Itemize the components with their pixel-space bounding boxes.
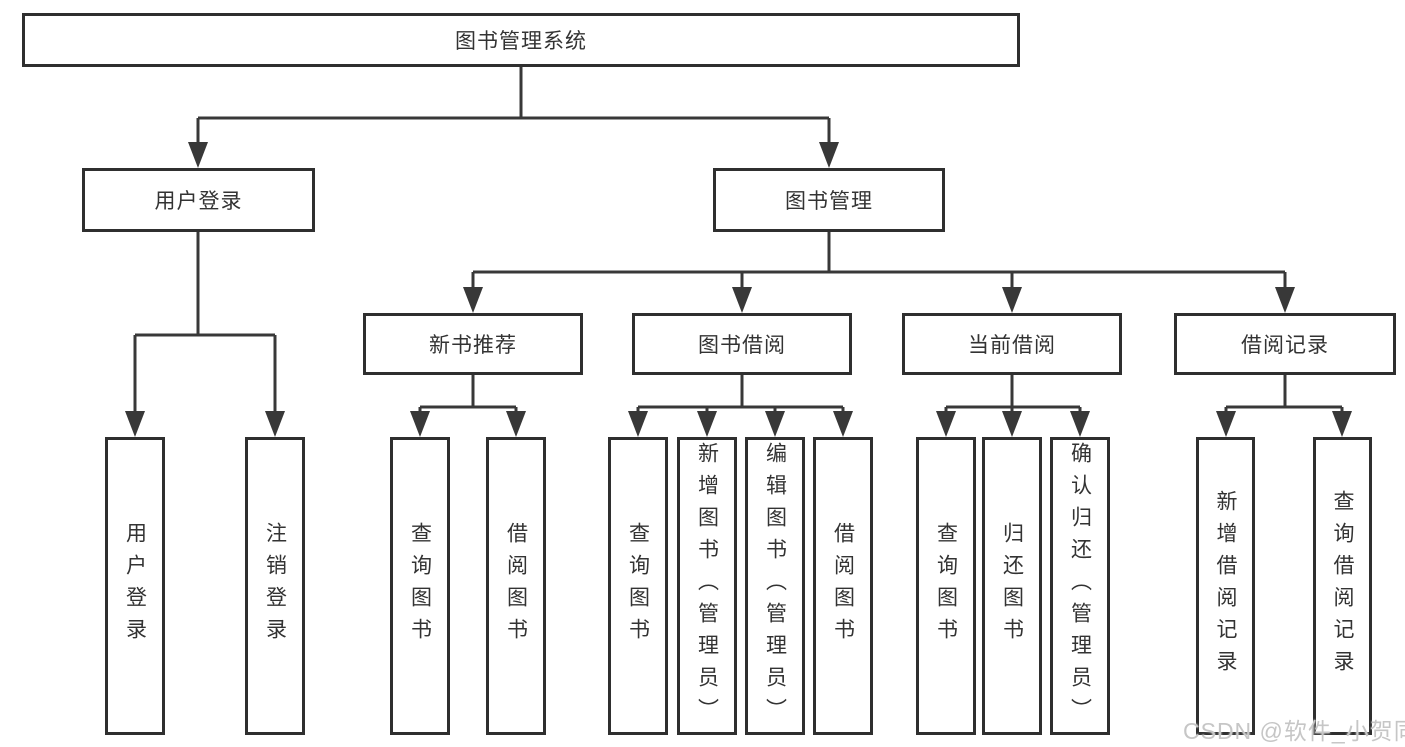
leaf-return-books-label: 归还图书	[1000, 522, 1024, 650]
node-user-login-label: 用户登录	[154, 190, 243, 213]
leaf-logout-label: 注销登录	[263, 522, 287, 650]
arrow-down-icon	[125, 411, 145, 437]
connector-book-management-to-sections	[471, 232, 1287, 291]
connector-new-book-to-leaves	[418, 375, 518, 415]
leaf-query-books-current: 查询图书	[916, 437, 976, 735]
node-book-borrow-label: 图书借阅	[698, 334, 786, 357]
arrow-down-icon	[1070, 411, 1090, 437]
leaf-confirm-return-admin: 确认归还（管理员）	[1050, 437, 1110, 735]
arrow-down-icon	[463, 287, 483, 313]
leaf-query-borrow-record: 查询借阅记录	[1313, 437, 1372, 735]
node-borrow-records: 借阅记录	[1174, 313, 1396, 375]
arrow-down-icon	[819, 142, 839, 168]
arrow-down-icon	[765, 411, 785, 437]
leaf-user-login: 用户登录	[105, 437, 165, 735]
arrow-down-icon	[732, 287, 752, 313]
csdn-watermark: CSDN @软件_小贺同学	[1183, 718, 1405, 744]
leaf-edit-book-admin: 编辑图书（管理员）	[745, 437, 805, 735]
leaf-query-books-current-label: 查询图书	[934, 522, 958, 650]
node-new-book-recommend: 新书推荐	[363, 313, 583, 375]
leaf-add-book-admin: 新增图书（管理员）	[677, 437, 737, 735]
node-root: 图书管理系统	[22, 13, 1020, 67]
leaf-query-books-recommend-label: 查询图书	[408, 522, 432, 650]
node-book-borrow: 图书借阅	[632, 313, 852, 375]
leaf-borrow-books: 借阅图书	[813, 437, 873, 735]
arrow-down-icon	[1002, 287, 1022, 313]
arrow-down-icon	[1332, 411, 1352, 437]
node-user-login: 用户登录	[82, 168, 315, 232]
arrowheads	[125, 142, 1352, 437]
leaf-query-books-borrow-label: 查询图书	[626, 522, 650, 650]
leaf-query-books-recommend: 查询图书	[390, 437, 450, 735]
leaf-logout: 注销登录	[245, 437, 305, 735]
arrow-down-icon	[506, 411, 526, 437]
leaf-add-borrow-record-label: 新增借阅记录	[1214, 490, 1237, 682]
arrow-down-icon	[697, 411, 717, 437]
arrow-down-icon	[1002, 411, 1022, 437]
leaf-borrow-books-label: 借阅图书	[831, 522, 855, 650]
node-current-borrow: 当前借阅	[902, 313, 1122, 375]
node-root-label: 图书管理系统	[455, 30, 587, 53]
connector-current-borrow-to-leaves	[944, 375, 1082, 415]
node-current-borrow-label: 当前借阅	[968, 334, 1056, 357]
connector-book-borrow-to-leaves	[636, 375, 845, 415]
leaf-confirm-return-admin-label: 确认归还（管理员）	[1068, 442, 1092, 730]
arrow-down-icon	[265, 411, 285, 437]
arrow-down-icon	[628, 411, 648, 437]
leaf-return-books: 归还图书	[982, 437, 1042, 735]
arrow-down-icon	[1275, 287, 1295, 313]
arrow-down-icon	[936, 411, 956, 437]
leaf-user-login-label: 用户登录	[123, 522, 147, 650]
leaf-add-book-admin-label: 新增图书（管理员）	[695, 442, 719, 730]
node-book-management: 图书管理	[713, 168, 945, 232]
arrow-down-icon	[1216, 411, 1236, 437]
leaf-add-borrow-record: 新增借阅记录	[1196, 437, 1255, 735]
connector-user-login-to-leaves	[133, 232, 277, 415]
leaf-edit-book-admin-label: 编辑图书（管理员）	[763, 442, 787, 730]
arrow-down-icon	[188, 142, 208, 168]
connector-borrow-records-to-leaves	[1224, 375, 1344, 415]
leaf-query-books-borrow: 查询图书	[608, 437, 668, 735]
node-new-book-recommend-label: 新书推荐	[429, 334, 517, 357]
connector-root-to-level2	[196, 67, 831, 146]
arrow-down-icon	[410, 411, 430, 437]
leaf-borrow-books-recommend: 借阅图书	[486, 437, 546, 735]
leaf-borrow-books-recommend-label: 借阅图书	[504, 522, 528, 650]
node-book-management-label: 图书管理	[785, 190, 873, 213]
arrow-down-icon	[833, 411, 853, 437]
node-borrow-records-label: 借阅记录	[1241, 334, 1329, 357]
leaf-query-borrow-record-label: 查询借阅记录	[1331, 490, 1354, 682]
